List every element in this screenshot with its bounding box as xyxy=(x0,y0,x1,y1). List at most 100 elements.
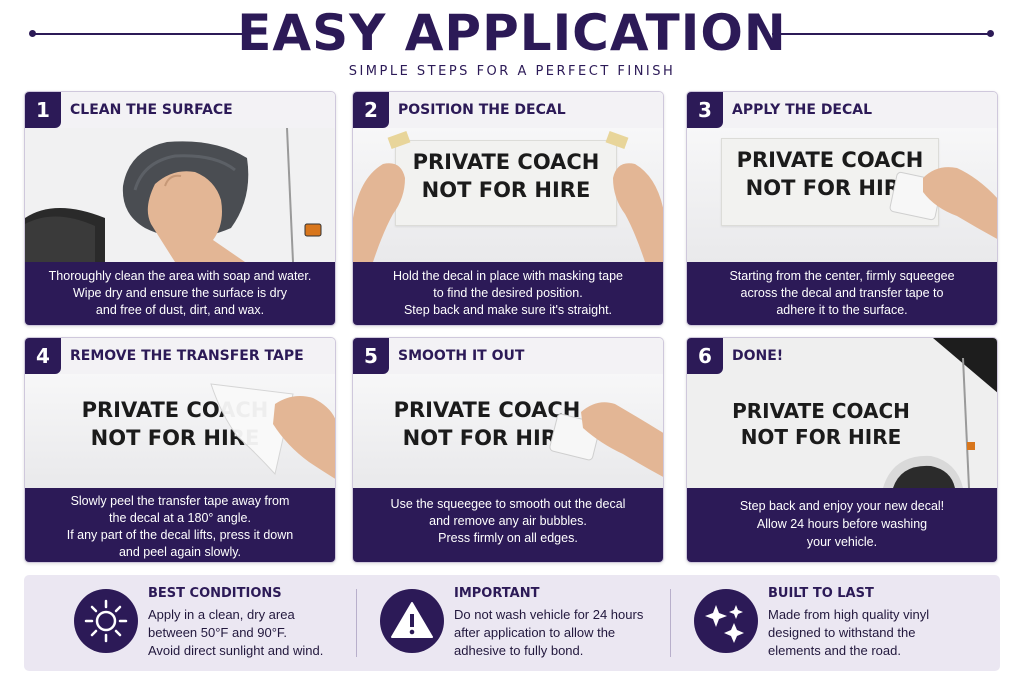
tip-important: IMPORTANT Do not wash vehicle for 24 hou… xyxy=(380,575,670,671)
decal-line-2: NOT FOR HIRE xyxy=(740,425,902,449)
tip-line: designed to withstand the xyxy=(768,625,916,640)
caption-line: If any part of the decal lifts, press it… xyxy=(66,528,294,542)
caption-line: Step back and enjoy your new decal! xyxy=(739,499,945,513)
tip-line: after application to allow the xyxy=(454,625,616,640)
header: EASY APPLICATION SIMPLE STEPS FOR A PERF… xyxy=(0,0,1024,90)
step-caption: Starting from the center, firmly squeege… xyxy=(687,262,997,325)
decal-line-2: NOT FOR HIRE xyxy=(745,176,915,200)
step-caption: Thoroughly clean the area with soap and … xyxy=(25,262,335,325)
step-number: 3 xyxy=(687,92,723,128)
decal-line-2: NOT FOR HIRE xyxy=(402,426,572,450)
caption-line: Step back and make sure it's straight. xyxy=(403,303,613,317)
caption-line: Hold the decal in place with masking tap… xyxy=(393,269,623,283)
step-photo-clean xyxy=(25,128,335,262)
tip-line: between 50°F and 90°F. xyxy=(148,625,288,640)
decal-text: PRIVATE COACH NOT FOR HIRE xyxy=(377,396,597,452)
caption-line: and peel again slowly. xyxy=(118,545,242,559)
tip-divider xyxy=(356,589,357,657)
tip-line: Avoid direct sunlight and wind. xyxy=(148,643,324,658)
tip-title: BEST CONDITIONS xyxy=(148,586,282,601)
decal-line-1: PRIVATE COACH xyxy=(736,148,924,172)
vehicle-illustration xyxy=(687,338,997,488)
squeegee-hand-illustration xyxy=(889,167,997,239)
tip-line: Apply in a clean, dry area xyxy=(148,607,295,622)
tip-title: BUILT TO LAST xyxy=(768,586,874,601)
caption-line: the decal at a 180° angle. xyxy=(109,511,251,525)
decal-text: PRIVATE COACH NOT FOR HIRE xyxy=(395,148,617,204)
sparkle-icon xyxy=(694,589,758,653)
peel-illustration xyxy=(210,383,335,479)
caption-line: and free of dust, dirt, and wax. xyxy=(95,303,265,317)
tip-text: Do not wash vehicle for 24 hours after a… xyxy=(454,606,643,660)
step-title: REMOVE THE TRANSFER TAPE xyxy=(70,348,304,364)
header-rule-right xyxy=(772,33,990,35)
step-card-6: 6 DONE! PRIVATE COACH NOT FOR HIRE 6 DON… xyxy=(686,337,998,563)
hands-illustration xyxy=(353,163,663,262)
decal-sheet xyxy=(395,140,617,226)
step-card-5: 5 SMOOTH IT OUT PRIVATE COACH NOT FOR HI… xyxy=(352,337,664,563)
tip-divider xyxy=(670,589,671,657)
step-photo-position: PRIVATE COACH NOT FOR HIRE xyxy=(353,128,663,262)
step-photo-apply: PRIVATE COACH NOT FOR HIRE xyxy=(687,128,997,262)
step-photo-smooth: PRIVATE COACH NOT FOR HIRE xyxy=(353,374,663,488)
step-title: POSITION THE DECAL xyxy=(398,102,566,118)
decal-line-2: NOT FOR HIRE xyxy=(90,426,260,450)
caption-line: Press firmly on all edges. xyxy=(438,531,578,545)
decal-line-1: PRIVATE COACH xyxy=(732,399,910,423)
step-header: 4 REMOVE THE TRANSFER TAPE xyxy=(25,338,335,374)
step-number: 6 xyxy=(687,338,723,374)
page-title: EASY APPLICATION xyxy=(237,4,787,62)
decal-line-1: PRIVATE COACH xyxy=(412,150,600,174)
caption-line: Allow 24 hours before washing xyxy=(756,517,928,531)
header-dot-left xyxy=(29,30,36,37)
tip-line: Do not wash vehicle for 24 hours xyxy=(454,607,644,622)
step-caption: Step back and enjoy your new decal! Allo… xyxy=(687,488,997,562)
step-number: 2 xyxy=(353,92,389,128)
tip-title: IMPORTANT xyxy=(454,586,540,601)
step-number: 5 xyxy=(353,338,389,374)
step-number: 1 xyxy=(25,92,61,128)
decal-text: PRIVATE COACH NOT FOR HIRE xyxy=(65,396,285,452)
step-card-1: 1 CLEAN THE SURFACE Thoroughly clean the… xyxy=(24,91,336,326)
step-number: 4 xyxy=(25,338,61,374)
tip-line: elements and the road. xyxy=(768,643,901,658)
step-header: 1 CLEAN THE SURFACE xyxy=(25,92,335,128)
caption-line: Slowly peel the transfer tape away from xyxy=(70,494,290,508)
step-photo-remove-tape: PRIVATE COACH NOT FOR HIRE xyxy=(25,374,335,488)
tip-built-to-last: BUILT TO LAST Made from high quality vin… xyxy=(694,575,984,671)
decal-text: PRIVATE COACH NOT FOR HIRE xyxy=(721,146,939,202)
step-card-4: 4 REMOVE THE TRANSFER TAPE PRIVATE COACH… xyxy=(24,337,336,563)
cleaning-illustration xyxy=(25,128,335,262)
tip-best-conditions: BEST CONDITIONS Apply in a clean, dry ar… xyxy=(74,575,354,671)
warning-icon xyxy=(380,589,444,653)
step-card-3: 3 APPLY THE DECAL PRIVATE COACH NOT FOR … xyxy=(686,91,998,326)
step-title: CLEAN THE SURFACE xyxy=(70,102,233,118)
caption-line: and remove any air bubbles. xyxy=(429,514,587,528)
tip-line: adhesive to fully bond. xyxy=(454,643,584,658)
caption-line: across the decal and transfer tape to xyxy=(740,286,944,300)
step-header: 2 POSITION THE DECAL xyxy=(353,92,663,128)
caption-line: Use the squeegee to smooth out the decal xyxy=(390,497,626,511)
caption-line: Wipe dry and ensure the surface is dry xyxy=(73,286,287,300)
tip-line: Made from high quality vinyl xyxy=(768,607,930,622)
step-header: 3 APPLY THE DECAL xyxy=(687,92,997,128)
caption-line: to find the desired position. xyxy=(433,286,583,300)
caption-line: Starting from the center, firmly squeege… xyxy=(729,269,955,283)
squeegee-hand-illustration xyxy=(549,402,663,477)
step-card-2: 2 POSITION THE DECAL PRIVATE COACH NOT F… xyxy=(352,91,664,326)
caption-line: adhere it to the surface. xyxy=(776,303,908,317)
step-photo-done: PRIVATE COACH NOT FOR HIRE xyxy=(687,338,997,488)
header-rule-left xyxy=(32,33,250,35)
header-dot-right xyxy=(987,30,994,37)
step-header: 6 DONE! xyxy=(687,338,997,374)
tip-text: Apply in a clean, dry area between 50°F … xyxy=(148,606,323,660)
tip-text: Made from high quality vinyl designed to… xyxy=(768,606,929,660)
caption-line: Thoroughly clean the area with soap and … xyxy=(48,269,312,283)
decal-text: PRIVATE COACH NOT FOR HIRE xyxy=(711,398,931,450)
step-header: 5 SMOOTH IT OUT xyxy=(353,338,663,374)
sun-icon xyxy=(74,589,138,653)
step-caption: Hold the decal in place with masking tap… xyxy=(353,262,663,325)
tips-footer: BEST CONDITIONS Apply in a clean, dry ar… xyxy=(24,575,1000,671)
caption-line: your vehicle. xyxy=(806,535,878,549)
decal-line-1: PRIVATE COACH xyxy=(393,398,581,422)
